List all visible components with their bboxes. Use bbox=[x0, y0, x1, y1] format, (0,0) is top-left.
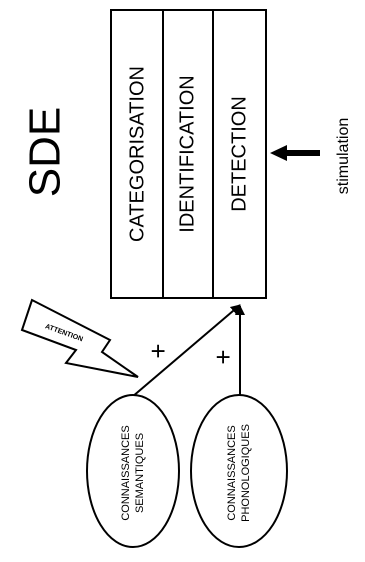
phonologic-knowledge-line1: CONNAISSANCES bbox=[226, 425, 238, 520]
diagram-title: SDE bbox=[21, 107, 70, 197]
categorisation-box bbox=[110, 9, 164, 299]
semantic-arrow bbox=[131, 304, 241, 398]
arrowhead-icon bbox=[270, 145, 287, 161]
stage-label-categorisation: CATEGORISATION bbox=[126, 66, 148, 242]
phonologic-knowledge-ellipse bbox=[190, 394, 288, 548]
stimulation-input: stimulation bbox=[270, 118, 352, 194]
lightning-bolt-icon bbox=[20, 298, 139, 378]
stimulation-label: stimulation bbox=[335, 118, 352, 194]
attention-bolt: ATTENTION bbox=[20, 298, 139, 378]
processing-stages: CATEGORISATION IDENTIFICATION DETECTION bbox=[110, 9, 267, 299]
stage-label-detection: DETECTION bbox=[228, 96, 250, 212]
semantic-plus: + bbox=[143, 343, 173, 358]
semantic-knowledge-ellipse bbox=[86, 394, 180, 548]
stage-label-identification: IDENTIFICATION bbox=[176, 75, 198, 232]
detection-box bbox=[212, 9, 267, 299]
phonologic-knowledge-line2: PHONOLOGIQUES bbox=[240, 424, 252, 522]
semantic-knowledge-line1: CONNAISSANCES bbox=[120, 425, 132, 520]
identification-box bbox=[162, 9, 214, 299]
semantic-knowledge-line2: SEMANTIQUES bbox=[134, 433, 146, 513]
phonologic-plus: + bbox=[208, 349, 238, 364]
